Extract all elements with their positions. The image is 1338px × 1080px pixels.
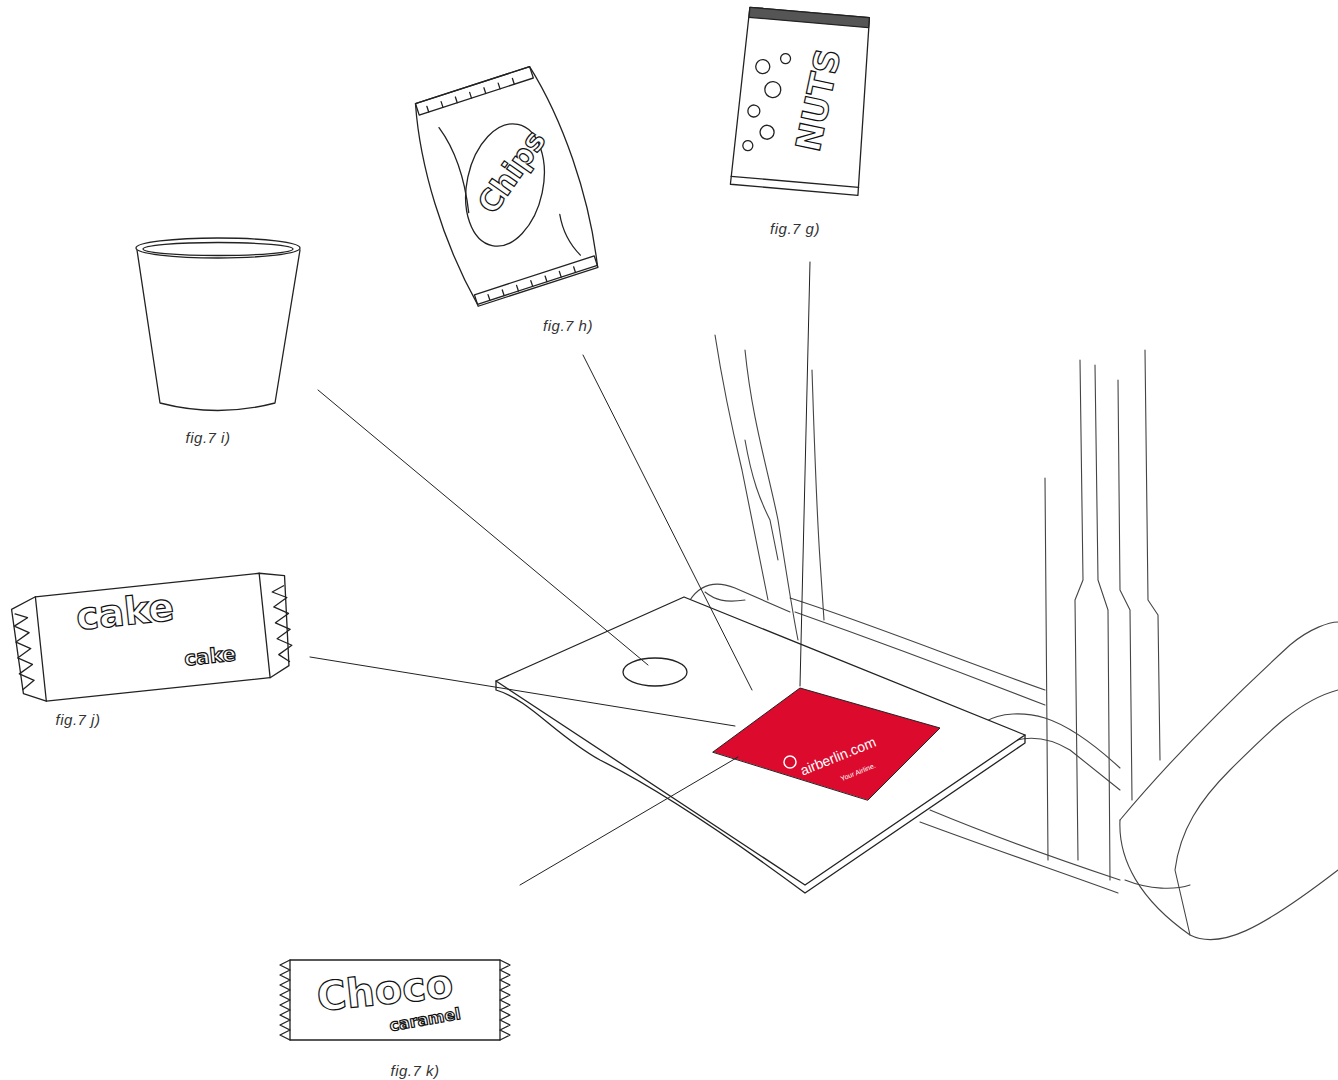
product-name: Chips <box>473 125 551 218</box>
product-name: Choco <box>315 963 455 1017</box>
tray-table <box>496 597 1025 893</box>
figure-label: fig.7 i) <box>186 430 231 445</box>
cake-wrapper <box>11 571 295 704</box>
figure-label: fig.7 h) <box>543 318 593 333</box>
figure-label: fig.7 j) <box>56 712 101 727</box>
product-name: cake <box>74 588 176 636</box>
product-name: cake <box>183 643 236 668</box>
figure-label: fig.7 g) <box>770 221 820 236</box>
figure-label: fig.7 k) <box>390 1063 439 1078</box>
cup <box>136 238 300 411</box>
napkin <box>713 688 940 800</box>
product-name: NUTS <box>791 46 846 155</box>
chips-bag <box>404 63 607 309</box>
product-name: caramel <box>388 1006 462 1034</box>
brand-slogan: Your Airline. <box>839 762 876 782</box>
nuts-bag <box>730 7 873 195</box>
leader-lines <box>310 262 810 885</box>
choco-bar <box>280 960 510 1040</box>
